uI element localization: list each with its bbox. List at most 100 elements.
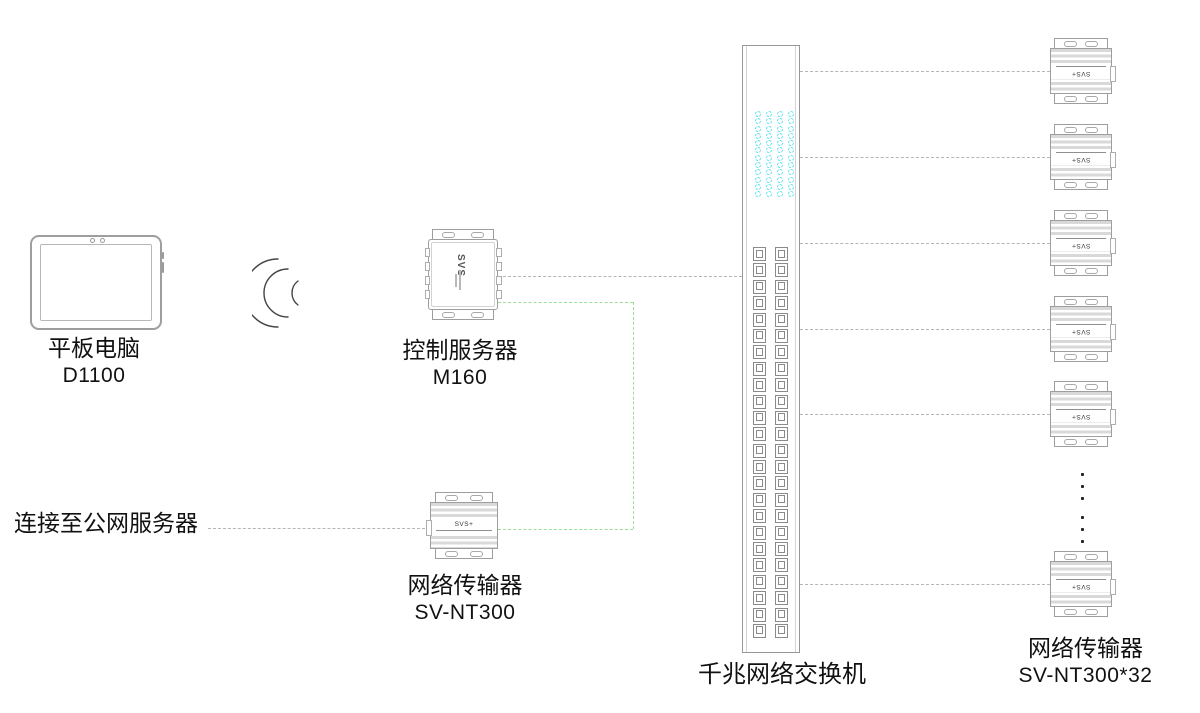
led-dot [755, 183, 761, 190]
transmitter-device: SVS+ [1050, 296, 1116, 362]
control-server-body: SVS [424, 239, 502, 310]
led-dot [788, 147, 794, 154]
mount-flange [1054, 436, 1108, 447]
screw-slot [1085, 438, 1098, 445]
led-dot [766, 140, 772, 147]
mount-flange [1054, 179, 1108, 190]
ethernet-port [753, 558, 766, 573]
label-band: SVS+ [1051, 406, 1111, 422]
screw-slot [442, 231, 455, 238]
wifi-signal-icon [252, 258, 299, 328]
transmitter-body: SVS+ [1050, 306, 1116, 352]
port-tab [1110, 324, 1116, 340]
screw-slot [470, 550, 483, 557]
led-dot [788, 191, 794, 198]
label-band: SVS+ [1051, 576, 1111, 592]
ethernet-port [753, 263, 766, 278]
port-tab [1110, 152, 1116, 168]
ethernet-port [775, 279, 788, 294]
ethernet-port [753, 378, 766, 393]
transmitter-body: SVS+ [1050, 391, 1116, 437]
screw-slot [1085, 95, 1098, 102]
led-dot [777, 147, 783, 154]
port-tab [426, 520, 432, 536]
mount-flange [1054, 265, 1108, 276]
transmitter-body: SVS+ [1050, 134, 1116, 180]
led-dot [788, 132, 794, 139]
led-dot [755, 176, 761, 183]
transmitter-body: SVS+ [426, 502, 498, 549]
ethernet-port [753, 296, 766, 311]
led-dot [766, 132, 772, 139]
screw-slot [1085, 553, 1098, 560]
transmitter-body: SVS+ [1050, 561, 1116, 607]
ethernet-port [753, 509, 766, 524]
screw-slot [442, 311, 455, 318]
ethernet-port [775, 443, 788, 458]
ethernet-port [753, 328, 766, 343]
tablet-side-button [161, 262, 164, 273]
led-dot [788, 140, 794, 147]
mount-flange [435, 548, 493, 559]
led-dot [777, 154, 783, 161]
ethernet-port [753, 410, 766, 425]
control-server-model-label: M160 [432, 366, 488, 389]
led-dot [766, 118, 772, 125]
ethernet-port [753, 247, 766, 261]
tablet-device [30, 235, 164, 330]
screw-slot [1064, 95, 1077, 102]
transmitter-device-left: SVS+ [426, 492, 498, 559]
led-dot [788, 125, 794, 132]
band-rule [1055, 579, 1107, 581]
connection-switch-transmitter [800, 584, 1050, 585]
led-dot [755, 140, 761, 147]
brand-logo: SVS+ [1071, 582, 1091, 590]
screw-slot [471, 311, 484, 318]
screw-slot [1064, 608, 1077, 615]
port-tab [1110, 579, 1116, 595]
ethernet-port [753, 476, 766, 491]
ethernet-port [775, 394, 788, 409]
ethernet-port [753, 394, 766, 409]
screw-slot [1064, 438, 1077, 445]
led-dot [755, 118, 761, 125]
connection-switch-transmitter [800, 414, 1050, 415]
brand-logo: SVS+ [1071, 69, 1091, 77]
transmitter-device: SVS+ [1050, 38, 1116, 104]
screw-slot [1064, 553, 1077, 560]
led-dot [755, 191, 761, 198]
label-band: SVS+ [1051, 63, 1111, 79]
led-dot [766, 191, 772, 198]
transmitter-body: SVS+ [1050, 220, 1116, 266]
ethernet-port [775, 558, 788, 573]
led-dot [788, 176, 794, 183]
led-dot [777, 183, 783, 190]
ethernet-port [775, 361, 788, 376]
band-rule [1055, 324, 1107, 326]
ethernet-port [753, 345, 766, 360]
led-dot [755, 154, 761, 161]
ethernet-port [775, 427, 788, 442]
transmitter-device: SVS+ [1050, 210, 1116, 276]
port-tab [424, 290, 430, 299]
led-dot [766, 183, 772, 190]
brand-logo: SVS+ [1071, 241, 1091, 249]
screw-slot [1064, 353, 1077, 360]
network-switch-device [742, 45, 800, 653]
control-server-device: SVS [424, 229, 502, 320]
led-dot [788, 183, 794, 190]
mount-flange [1054, 606, 1108, 617]
ethernet-ports [753, 247, 788, 638]
screw-slot [1085, 126, 1098, 133]
label-band: SVS+ [1051, 149, 1111, 165]
screw-slot [1064, 267, 1077, 274]
ethernet-port [753, 279, 766, 294]
connection-public-nt300 [208, 528, 430, 529]
led-dot [777, 125, 783, 132]
led-dot [755, 147, 761, 154]
connection-green-top [498, 302, 633, 303]
camera-dot-icon [90, 238, 95, 243]
screw-slot [470, 494, 483, 501]
screw-slot [1085, 181, 1098, 188]
